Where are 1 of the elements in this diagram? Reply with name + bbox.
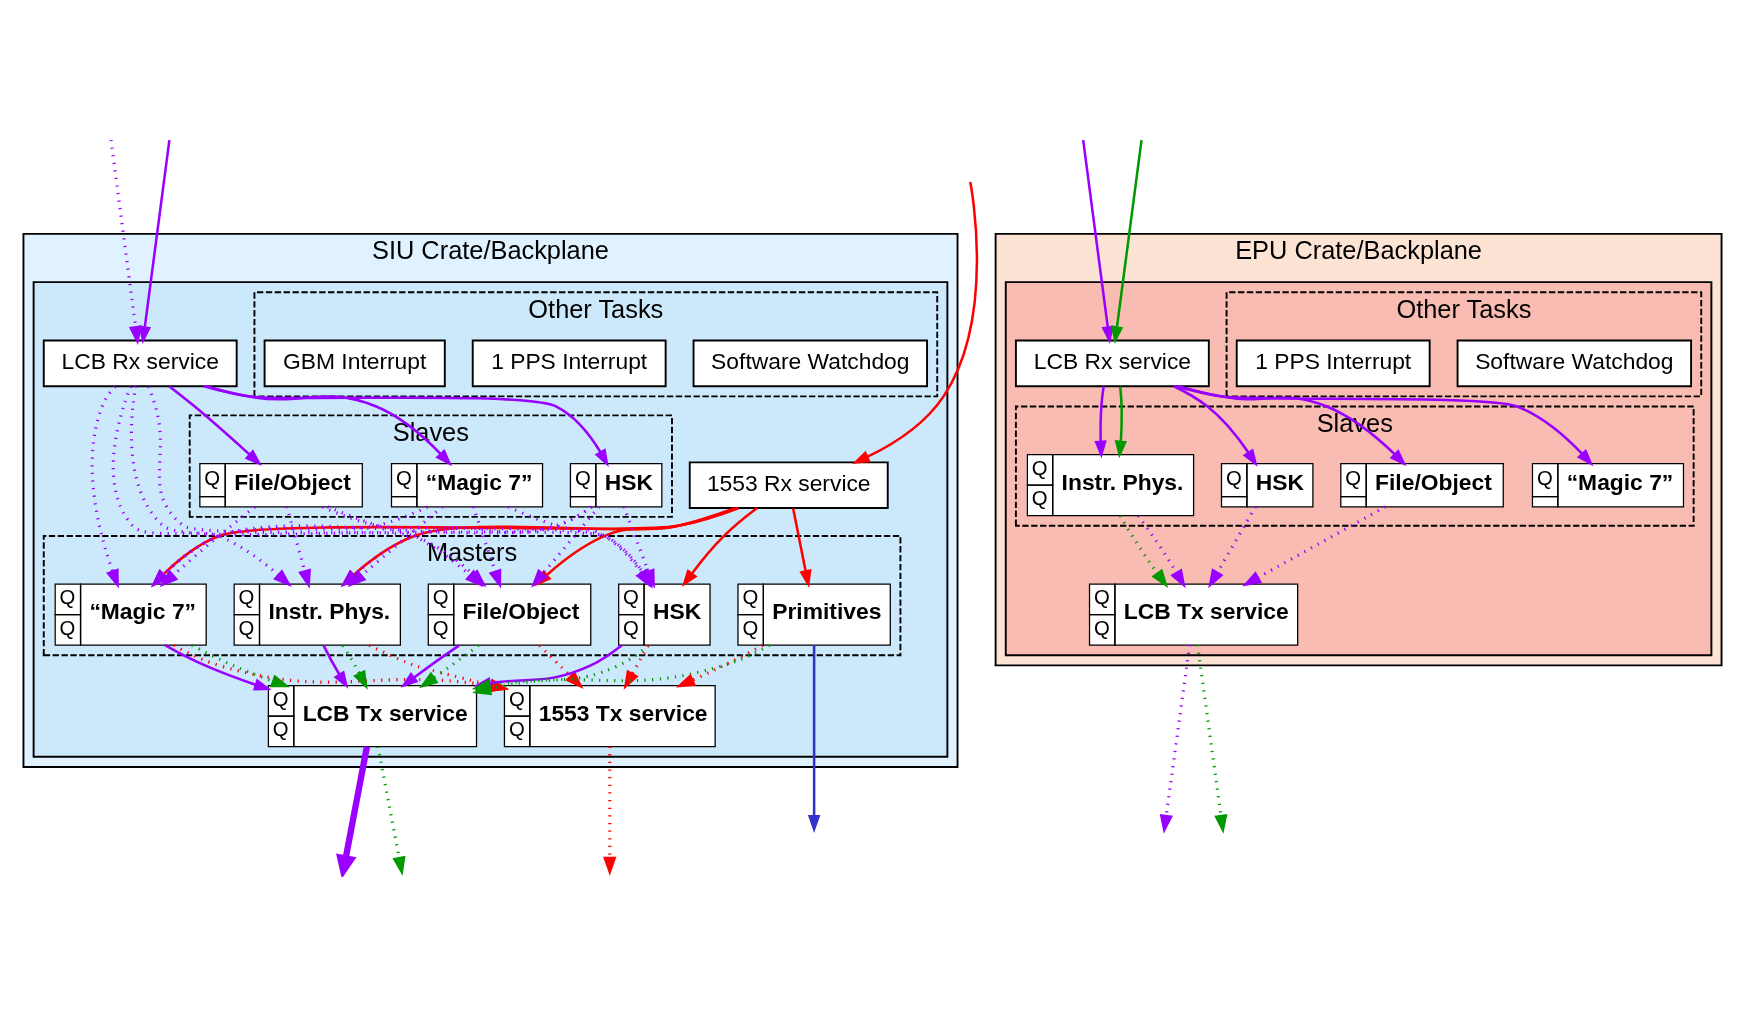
node-text: Q Instr. Phys. Q xyxy=(1031,456,1184,510)
